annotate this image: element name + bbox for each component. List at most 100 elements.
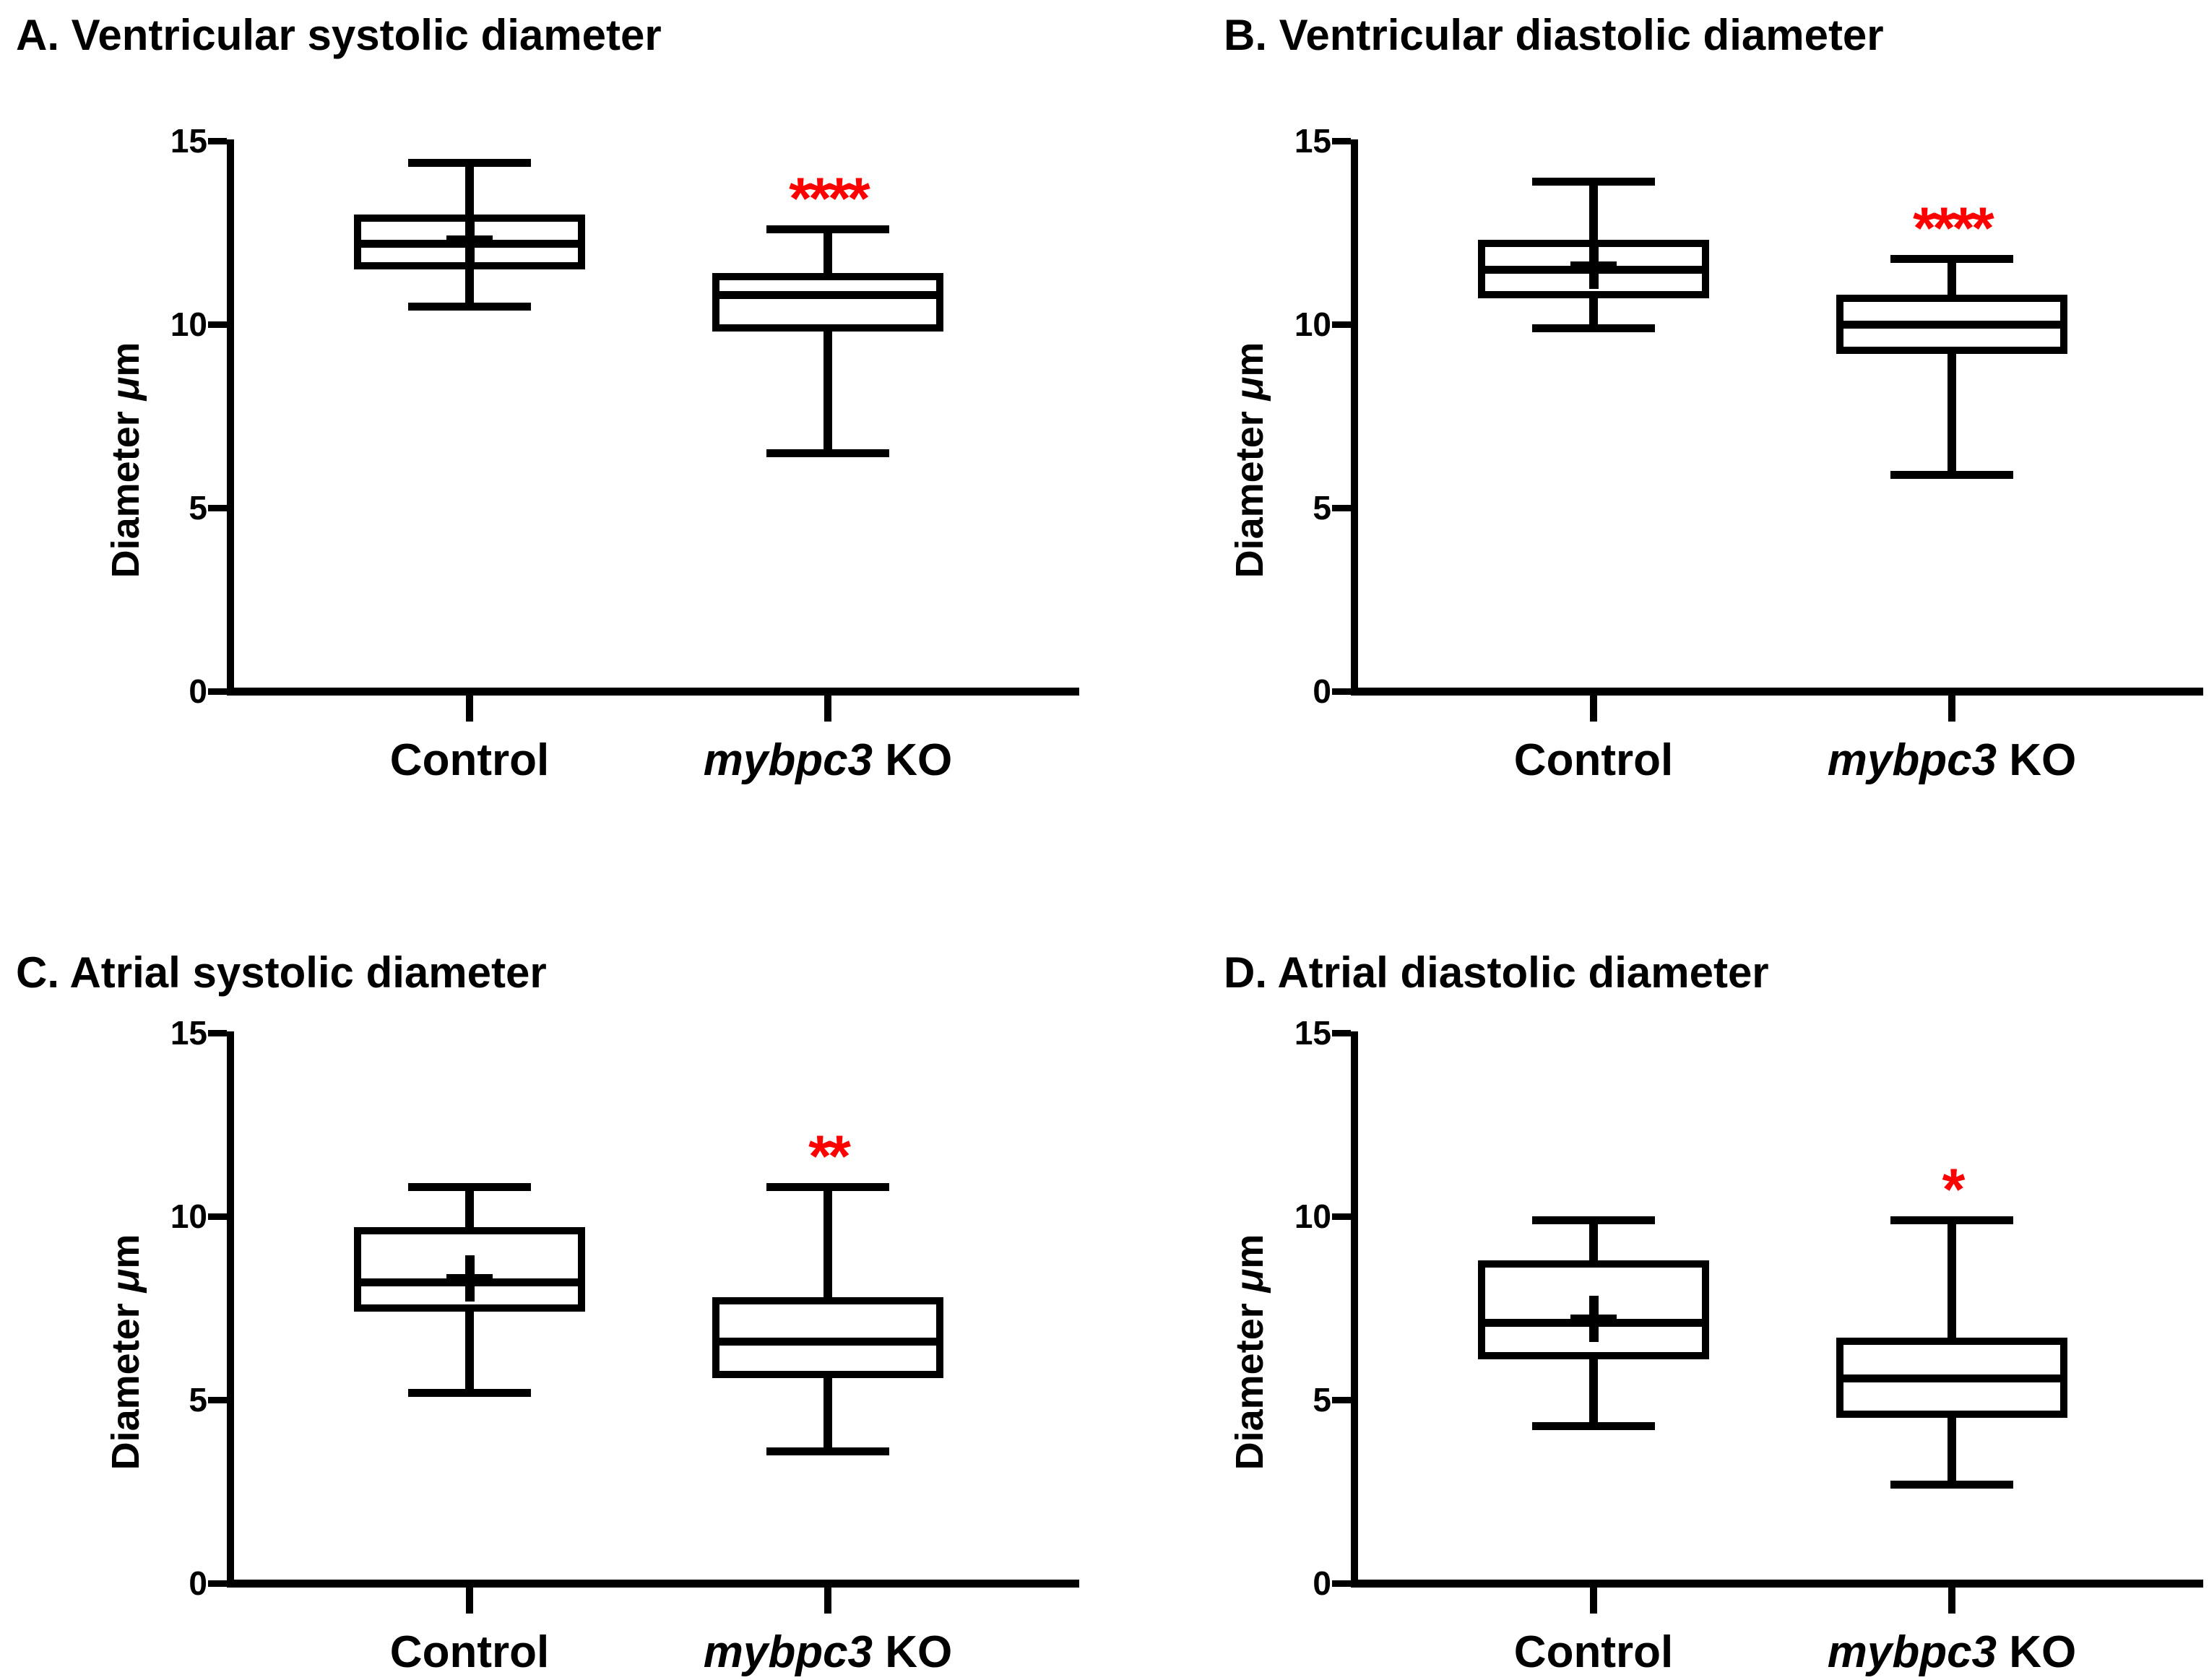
y-tick-label: 5 <box>1313 1381 1331 1419</box>
y-axis-label: Diameter μm <box>1228 342 1271 579</box>
whisker-lower-stem <box>465 1308 474 1393</box>
whisker-lower-stem <box>823 328 832 453</box>
significance-stars: * <box>1942 1157 1966 1224</box>
whisker-cap-max <box>408 159 531 168</box>
y-tick-label: 5 <box>189 489 207 527</box>
whisker-cap-min <box>1532 1421 1655 1430</box>
whisker-cap-max <box>1890 1216 2013 1225</box>
mean-plus-marker <box>1570 1315 1617 1325</box>
y-tick-mark <box>1332 138 1351 144</box>
y-tick-label: 10 <box>170 306 207 343</box>
y-tick-label: 15 <box>170 122 207 160</box>
x-tick-mark <box>466 696 473 722</box>
whisker-upper-stem <box>1948 258 1956 299</box>
mean-plus-marker <box>446 1274 493 1284</box>
y-tick-mark <box>208 1213 227 1220</box>
whisker-cap-max <box>766 1183 889 1192</box>
y-tick-mark <box>208 1580 227 1587</box>
iqr-box <box>712 1296 943 1378</box>
x-axis-line <box>1351 1580 2203 1588</box>
y-axis-label: Diameter μm <box>104 1234 147 1471</box>
y-axis-line <box>227 139 234 696</box>
y-axis-line <box>1351 139 1358 696</box>
whisker-cap-min <box>1890 1480 2013 1489</box>
whisker-lower-stem <box>465 265 474 306</box>
x-tick-mark <box>1590 696 1597 722</box>
median-line <box>712 1337 943 1346</box>
y-tick-mark <box>1332 321 1351 328</box>
x-tick-mark <box>824 696 831 722</box>
significance-stars: **** <box>1913 195 1994 261</box>
median-line <box>1836 1374 2067 1382</box>
whisker-cap-max <box>766 225 889 233</box>
whisker-upper-stem <box>823 1187 832 1301</box>
whisker-cap-min <box>1532 324 1655 333</box>
whisker-lower-stem <box>1948 350 1956 475</box>
x-tick-mark <box>1590 1588 1597 1614</box>
whisker-cap-min <box>408 302 531 311</box>
whisker-upper-stem <box>823 228 832 277</box>
y-tick-label: 10 <box>1294 306 1331 343</box>
whisker-cap-max <box>1532 177 1655 186</box>
whisker-cap-min <box>766 449 889 457</box>
whisker-lower-stem <box>1948 1414 1956 1484</box>
y-tick-label: 0 <box>1313 672 1331 710</box>
y-tick-label: 0 <box>189 672 207 710</box>
y-axis-line <box>1351 1031 1358 1588</box>
y-tick-mark <box>208 138 227 144</box>
whisker-cap-max <box>1532 1216 1655 1225</box>
x-category-label: Control <box>1513 1627 1674 1677</box>
y-tick-mark <box>208 321 227 328</box>
x-tick-mark <box>1948 696 1955 722</box>
x-category-label: Control <box>389 1627 550 1677</box>
y-tick-mark <box>1332 1030 1351 1036</box>
whisker-cap-min <box>766 1447 889 1456</box>
x-category-label: mybpc3 KO <box>1827 1627 2077 1677</box>
median-line <box>712 291 943 300</box>
y-tick-label: 10 <box>170 1198 207 1235</box>
y-tick-mark <box>1332 1213 1351 1220</box>
whisker-cap-max <box>1890 254 2013 263</box>
y-tick-mark <box>1332 688 1351 695</box>
whisker-lower-stem <box>1589 295 1598 329</box>
panel-c-title: C. Atrial systolic diameter <box>16 948 547 997</box>
x-category-label: Control <box>1513 735 1674 785</box>
y-tick-label: 15 <box>1294 122 1331 160</box>
whisker-cap-min <box>1890 471 2013 480</box>
mean-plus-marker <box>446 235 493 246</box>
y-tick-mark <box>208 505 227 511</box>
significance-stars: **** <box>789 165 870 232</box>
x-axis-line <box>227 1580 1079 1588</box>
y-tick-label: 5 <box>189 1381 207 1419</box>
y-tick-mark <box>208 1030 227 1036</box>
whisker-upper-stem <box>1589 1220 1598 1264</box>
y-axis-line <box>227 1031 234 1588</box>
y-tick-mark <box>1332 1580 1351 1587</box>
whisker-upper-stem <box>1589 181 1598 244</box>
x-category-label: mybpc3 KO <box>1827 735 2077 785</box>
x-category-label: mybpc3 KO <box>703 1627 953 1677</box>
whisker-upper-stem <box>465 1187 474 1231</box>
y-tick-label: 0 <box>189 1564 207 1602</box>
whisker-upper-stem <box>465 163 474 218</box>
whisker-upper-stem <box>1948 1220 1956 1341</box>
y-tick-label: 15 <box>1294 1014 1331 1052</box>
y-tick-mark <box>208 688 227 695</box>
x-tick-mark <box>824 1588 831 1614</box>
whisker-cap-min <box>408 1388 531 1397</box>
panel-a-title: A. Ventricular systolic diameter <box>16 11 662 59</box>
y-tick-mark <box>1332 505 1351 511</box>
panel-d-title: D. Atrial diastolic diameter <box>1224 948 1769 997</box>
y-tick-mark <box>208 1397 227 1403</box>
x-category-label: Control <box>389 735 550 785</box>
x-axis-line <box>1351 688 2203 696</box>
panel-b-title: B. Ventricular diastolic diameter <box>1224 11 1884 59</box>
